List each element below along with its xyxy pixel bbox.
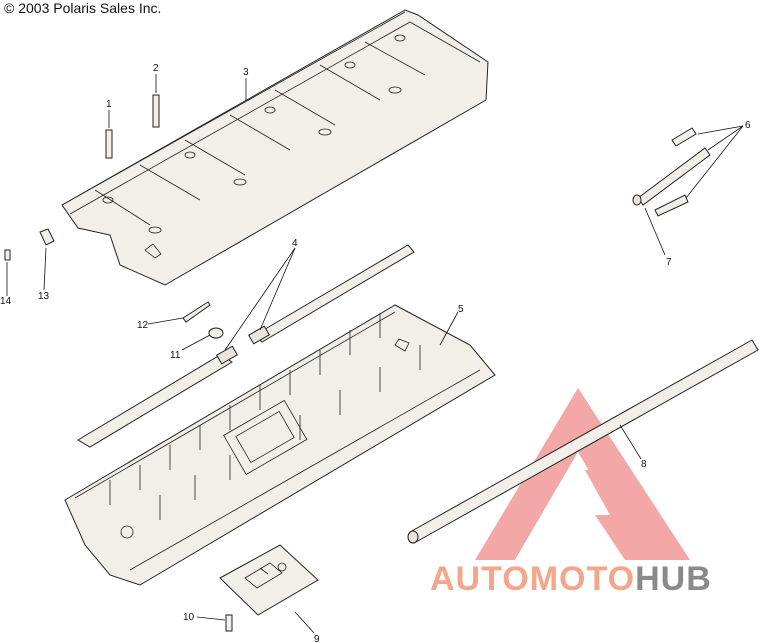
callout-6: 6 — [745, 120, 751, 131]
callout-9: 9 — [314, 634, 320, 643]
callout-10: 10 — [183, 612, 195, 623]
watermark-auto: AUTO — [430, 560, 530, 598]
fastener-set-part — [4, 94, 233, 632]
callout-2: 2 — [153, 63, 159, 74]
watermark-moto: MOTO — [529, 560, 636, 598]
callout-labels: 1 2 3 4 5 6 7 8 9 10 11 12 13 14 — [0, 63, 751, 643]
callout-5: 5 — [458, 304, 464, 315]
watermark-text: AUTOMOTOHUB — [430, 560, 712, 599]
bolt-set-part — [632, 127, 711, 217]
strap-upper-part — [248, 244, 415, 345]
callout-8: 8 — [641, 459, 647, 470]
watermark-hub: HUB — [635, 560, 712, 598]
callout-4: 4 — [292, 238, 298, 249]
rod-part — [407, 339, 759, 544]
callout-3: 3 — [243, 67, 249, 78]
callout-11: 11 — [170, 350, 181, 361]
callout-14: 14 — [0, 296, 12, 307]
callout-1: 1 — [106, 99, 112, 110]
plate-assembly-part — [219, 544, 319, 616]
watermark-logo-icon — [475, 388, 690, 560]
strap-left-part — [77, 345, 238, 448]
tunnel-cover-part — [61, 9, 489, 286]
callout-13: 13 — [38, 291, 50, 302]
callout-7: 7 — [666, 257, 672, 268]
leader-lines — [6, 74, 744, 634]
callout-12: 12 — [137, 320, 149, 331]
copyright-text: © 2003 Polaris Sales Inc. — [4, 0, 162, 16]
lower-tray-part — [64, 304, 496, 586]
